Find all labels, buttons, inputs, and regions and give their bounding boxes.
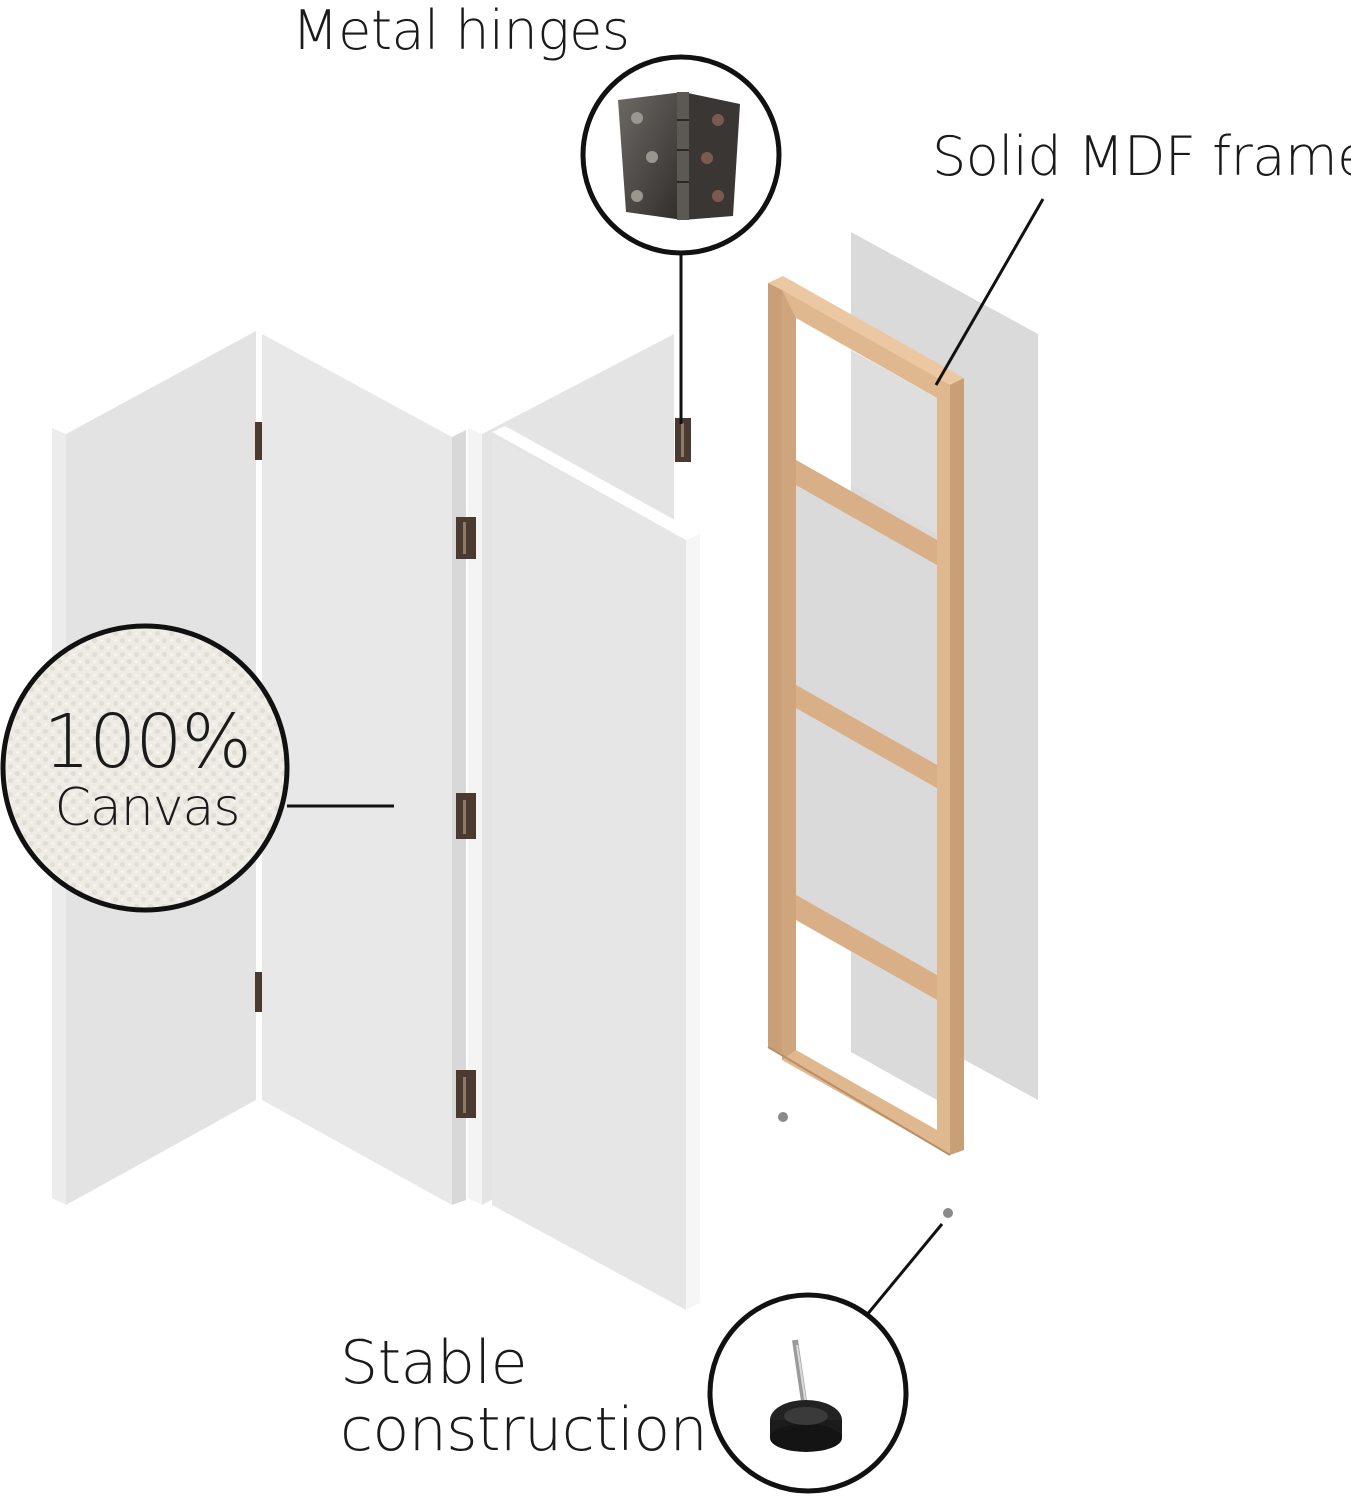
panel-front <box>492 426 700 1310</box>
foot-leader-line <box>864 1223 944 1317</box>
mdf-frame <box>767 276 964 1156</box>
stability-label-line1: Stable <box>340 1328 528 1398</box>
canvas-label: 100% Canvas <box>12 705 282 839</box>
screw-dot <box>943 1208 953 1218</box>
stability-label-line2: construction <box>340 1395 708 1466</box>
frame-leader-line <box>934 198 1045 386</box>
canvas-texture-icon <box>0 623 290 913</box>
canvas-percent-label: 100% <box>43 699 252 785</box>
hinge-icon <box>580 54 782 256</box>
screw-dot <box>778 1112 788 1122</box>
glide-foot-icon <box>707 1292 909 1494</box>
canvas-material-label: Canvas <box>54 778 241 838</box>
hinges-label: Metal hinges <box>292 0 630 62</box>
panel-second <box>258 324 466 1205</box>
mdf-frame-label: Solid MDF frame <box>932 125 1351 188</box>
stability-label: Stable construction <box>340 1328 708 1466</box>
